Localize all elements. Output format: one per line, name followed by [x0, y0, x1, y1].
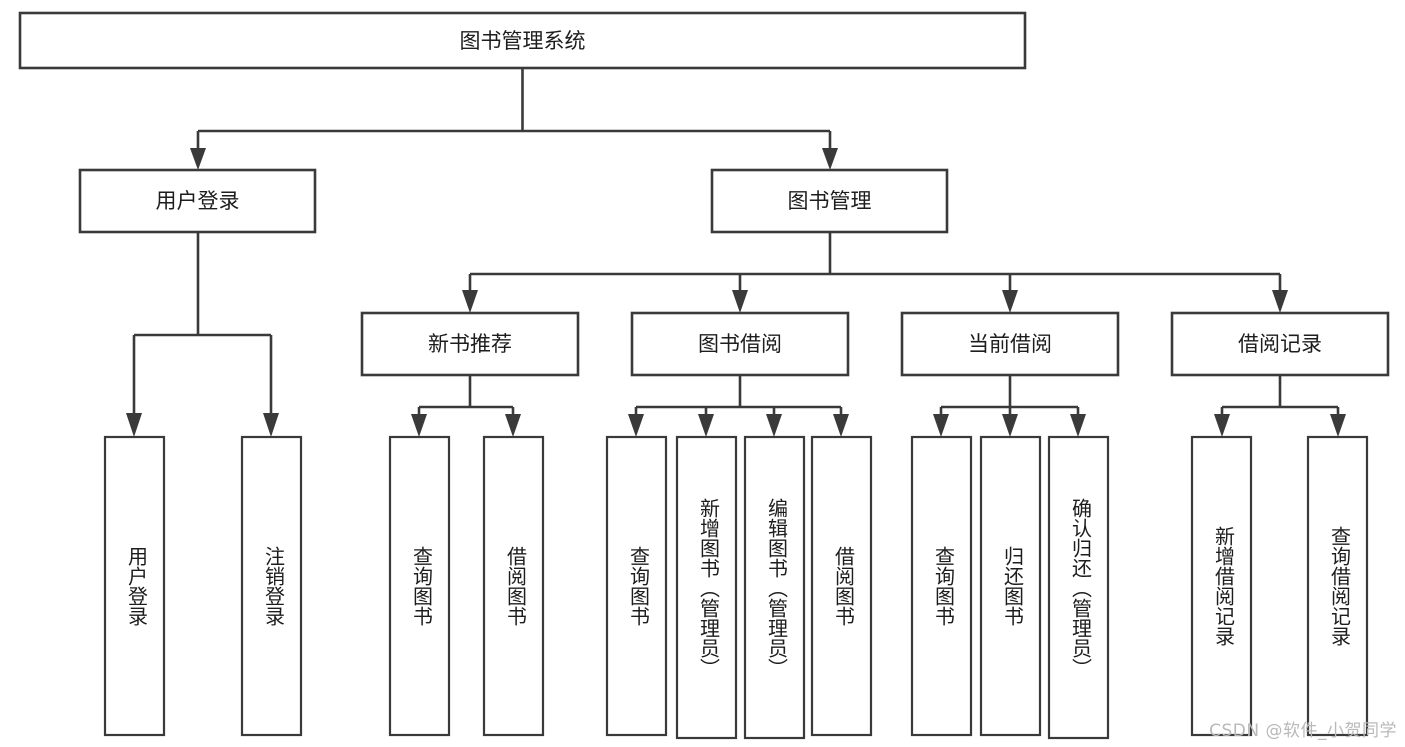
arrow-head-new-book-recommend	[462, 290, 478, 313]
leaf-new-book-recommend-1[interactable]: 查询图书	[388, 435, 451, 737]
arrow-head-user-login-leaf-1	[126, 413, 142, 437]
connector-group-borrow-record	[1214, 375, 1346, 437]
node-user-login-box[interactable]	[78, 168, 317, 234]
node-book-manage-label: 图书管理	[788, 189, 872, 213]
connector-group-new-book-recommend	[411, 375, 521, 437]
leaf-current-borrow-2-label: 归还图书	[1001, 546, 1025, 626]
arrow-head-user-login	[190, 148, 206, 170]
leaf-borrow-record-2-box[interactable]	[1306, 435, 1369, 737]
leaf-borrow-record-2[interactable]: 查询借阅记录	[1306, 435, 1369, 737]
leaf-current-borrow-2[interactable]: 归还图书	[979, 435, 1042, 737]
node-current-borrow[interactable]: 当前借阅	[900, 311, 1120, 377]
node-book-manage-box[interactable]	[710, 168, 949, 234]
node-borrow-record[interactable]: 借阅记录	[1170, 311, 1390, 377]
leaf-new-book-recommend-1-label: 查询图书	[410, 546, 434, 626]
node-borrow-record-box[interactable]	[1170, 311, 1390, 377]
node-borrow-record-label: 借阅记录	[1238, 332, 1322, 356]
node-book-borrow-label: 图书借阅	[698, 332, 782, 356]
leaf-borrow-record-1-label: 新增借阅记录	[1212, 526, 1236, 646]
leaf-user-login-2[interactable]: 注销登录	[240, 435, 303, 737]
arrow-head-user-login-leaf-2	[263, 413, 279, 437]
connector-group-root	[190, 68, 838, 170]
leaf-new-book-recommend-2[interactable]: 借阅图书	[482, 435, 545, 737]
connector-group-book-manage	[462, 232, 1288, 313]
leaf-book-borrow-1-box[interactable]	[605, 435, 668, 737]
arrow-head-cb-leaf-1	[933, 414, 949, 437]
node-current-borrow-label: 当前借阅	[968, 332, 1052, 356]
connector-group-current-borrow	[933, 375, 1086, 437]
arrow-head-cb-leaf-3	[1070, 414, 1086, 437]
arrow-head-nbr-leaf-1	[411, 414, 427, 437]
leaf-book-borrow-2[interactable]: 新增图书（管理员）	[675, 435, 738, 740]
leaf-book-borrow-3-label: 编辑图书（管理员）	[765, 498, 789, 678]
arrow-head-book-manage	[822, 148, 838, 170]
leaf-book-borrow-4-box[interactable]	[810, 435, 873, 737]
node-user-login-label: 用户登录	[156, 189, 240, 213]
arrow-head-bb-leaf-1	[628, 414, 644, 437]
leaf-book-borrow-4-label: 借阅图书	[832, 546, 856, 626]
leaf-borrow-record-1[interactable]: 新增借阅记录	[1190, 435, 1253, 737]
leaf-book-borrow-3-box[interactable]	[743, 435, 806, 740]
node-new-book-recommend-box[interactable]	[360, 311, 580, 377]
leaf-new-book-recommend-1-box[interactable]	[388, 435, 451, 737]
leaf-book-borrow-1[interactable]: 查询图书	[605, 435, 668, 737]
leaf-current-borrow-1[interactable]: 查询图书	[910, 435, 973, 737]
node-new-book-recommend-label: 新书推荐	[428, 332, 512, 356]
leaf-user-login-2-label: 注销登录	[262, 546, 286, 626]
leaf-current-borrow-3-box[interactable]	[1047, 435, 1110, 740]
leaf-book-borrow-2-box[interactable]	[675, 435, 738, 740]
node-root-box[interactable]	[18, 11, 1027, 70]
connector-group-user-login	[126, 232, 279, 437]
leaf-current-borrow-1-label: 查询图书	[932, 546, 956, 626]
leaf-book-borrow-1-label: 查询图书	[627, 546, 651, 626]
arrow-head-br-leaf-1	[1214, 414, 1230, 437]
arrow-head-current-borrow	[1002, 290, 1018, 313]
csdn-watermark: CSDN @软件_小贺同学	[1209, 721, 1397, 741]
arrow-head-cb-leaf-2	[1002, 414, 1018, 437]
leaf-current-borrow-3[interactable]: 确认归还（管理员）	[1047, 435, 1110, 740]
arrow-head-br-leaf-2	[1330, 414, 1346, 437]
node-root-label: 图书管理系统	[460, 29, 586, 53]
node-book-manage[interactable]: 图书管理	[710, 168, 949, 234]
leaf-borrow-record-2-label: 查询借阅记录	[1328, 526, 1352, 646]
node-book-borrow-box[interactable]	[630, 311, 850, 377]
leaf-current-borrow-3-label: 确认归还（管理员）	[1069, 498, 1093, 678]
leaf-current-borrow-1-box[interactable]	[910, 435, 973, 737]
arrow-head-bb-leaf-2	[698, 414, 714, 437]
arrow-head-bb-leaf-4	[833, 414, 849, 437]
arrow-head-book-borrow	[732, 290, 748, 313]
node-book-borrow[interactable]: 图书借阅	[630, 311, 850, 377]
leaf-book-borrow-4[interactable]: 借阅图书	[810, 435, 873, 737]
leaf-user-login-2-box[interactable]	[240, 435, 303, 737]
leaf-current-borrow-2-box[interactable]	[979, 435, 1042, 737]
arrow-head-nbr-leaf-2	[505, 414, 521, 437]
leaf-user-login-1[interactable]: 用户登录	[103, 435, 166, 737]
connector-group-book-borrow	[628, 375, 849, 437]
leaf-user-login-1-box[interactable]	[103, 435, 166, 737]
node-new-book-recommend[interactable]: 新书推荐	[360, 311, 580, 377]
node-current-borrow-box[interactable]	[900, 311, 1120, 377]
node-user-login[interactable]: 用户登录	[78, 168, 317, 234]
arrow-head-bb-leaf-3	[766, 414, 782, 437]
node-root[interactable]: 图书管理系统	[18, 11, 1027, 70]
leaf-new-book-recommend-2-box[interactable]	[482, 435, 545, 737]
leaf-user-login-1-label: 用户登录	[125, 546, 149, 626]
leaf-book-borrow-2-label: 新增图书（管理员）	[697, 498, 721, 678]
arrow-head-borrow-record	[1272, 290, 1288, 313]
leaf-borrow-record-1-box[interactable]	[1190, 435, 1253, 737]
leaf-new-book-recommend-2-label: 借阅图书	[504, 546, 528, 626]
leaf-book-borrow-3[interactable]: 编辑图书（管理员）	[743, 435, 806, 740]
